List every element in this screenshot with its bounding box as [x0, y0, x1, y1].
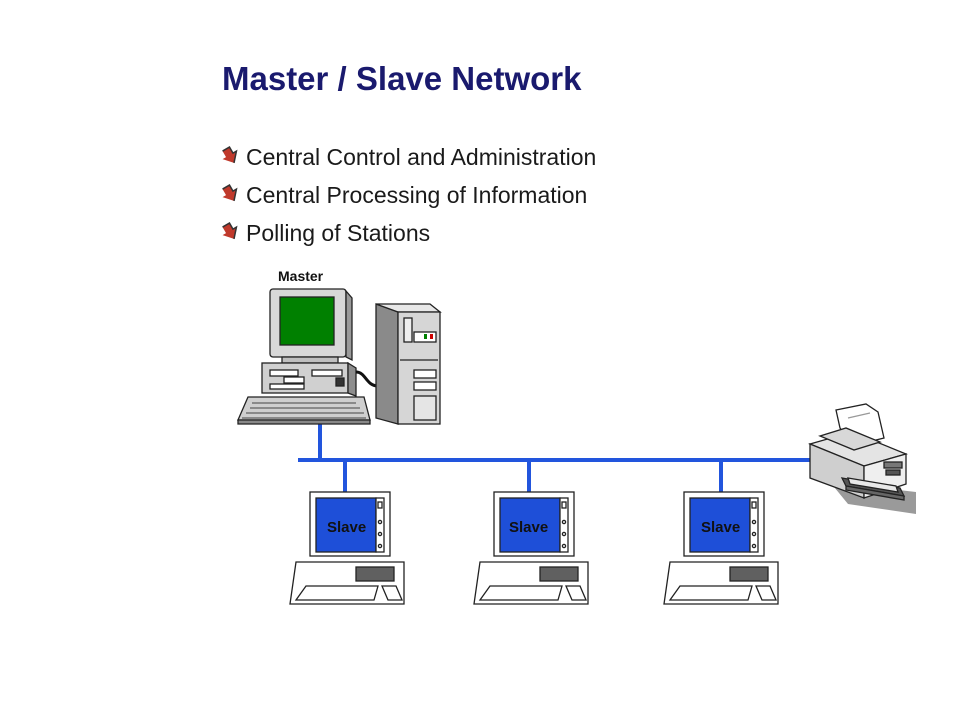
bullet-list: Central Control and Administration Centr…: [222, 138, 596, 252]
slave-computer-icon: [473, 491, 589, 605]
bullet-arrow-icon: [222, 184, 238, 202]
master-computer-icon: [237, 288, 379, 425]
slave-computer-icon: [289, 491, 405, 605]
bullet-item: Polling of Stations: [222, 214, 596, 252]
bullet-item: Central Processing of Information: [222, 176, 596, 214]
page-title: Master / Slave Network: [222, 60, 582, 97]
bullet-item: Central Control and Administration: [222, 138, 596, 176]
slave-label: Slave: [509, 519, 548, 536]
slave-computer-icon: [663, 491, 779, 605]
network-bus: [298, 424, 812, 492]
printer-icon: [808, 403, 916, 514]
slave-label: Slave: [327, 519, 366, 536]
slave-label: Slave: [701, 519, 740, 536]
server-tower-icon: [375, 303, 442, 425]
bullet-text: Polling of Stations: [246, 219, 431, 246]
bullet-arrow-icon: [222, 146, 238, 164]
bullet-text: Central Control and Administration: [246, 143, 597, 170]
master-label: Master: [278, 268, 324, 284]
bullet-text: Central Processing of Information: [246, 181, 588, 208]
bullet-arrow-icon: [222, 222, 238, 240]
